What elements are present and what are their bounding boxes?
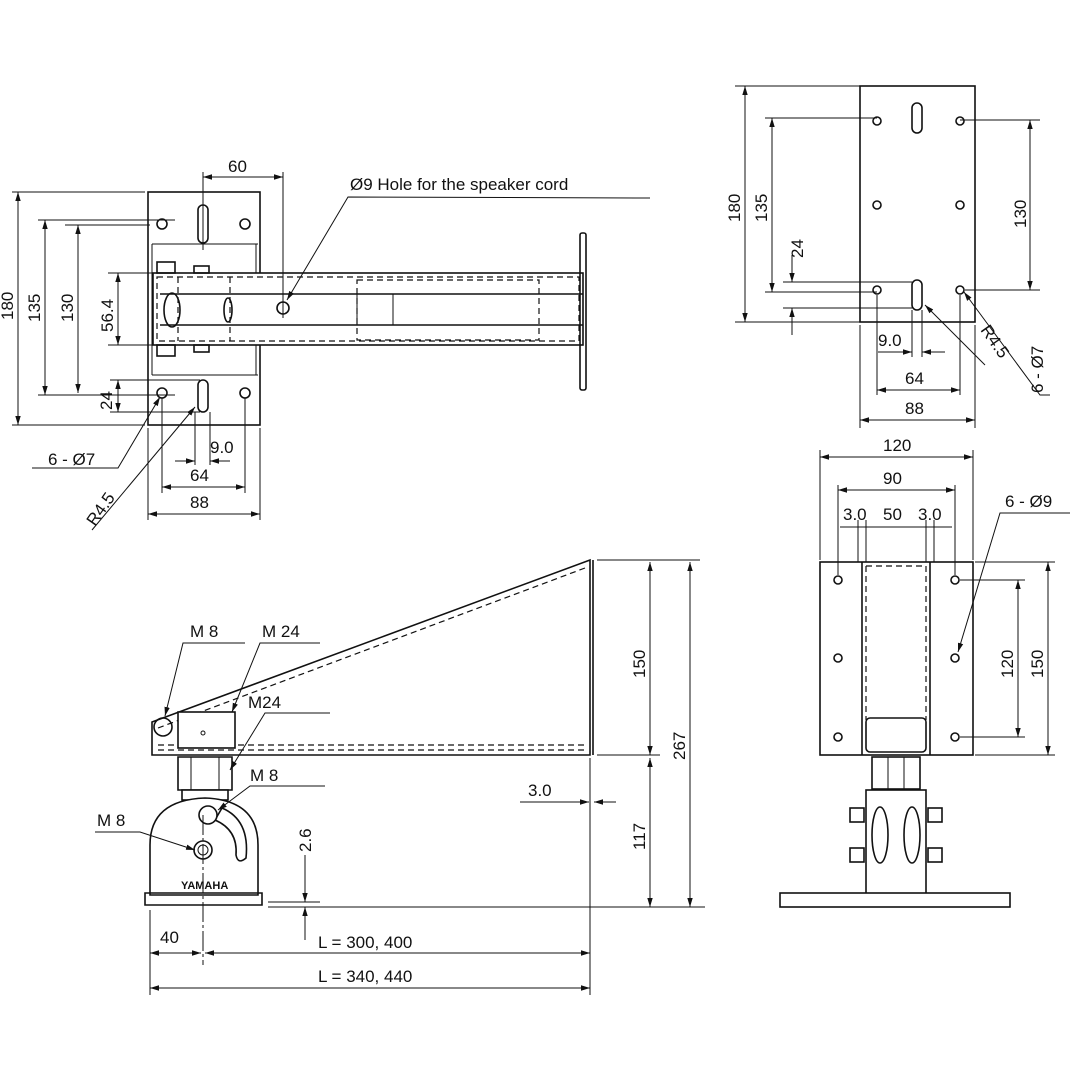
mount-hole bbox=[156, 218, 168, 230]
dim-150: 150 bbox=[630, 650, 649, 678]
lever bbox=[213, 806, 248, 862]
m8-low-label: M 8 bbox=[97, 811, 125, 830]
slot bbox=[911, 102, 923, 134]
m8-mid-label: M 8 bbox=[250, 766, 278, 785]
dim-120-top: 120 bbox=[883, 436, 911, 455]
end-view: 120 90 3.0 50 3.0 6 - Ø9 120 150 bbox=[779, 436, 1070, 908]
m8-top-label: M 8 bbox=[190, 622, 218, 641]
radius-note: R4.5 bbox=[977, 321, 1013, 361]
dim-120-side: 120 bbox=[998, 650, 1017, 678]
wall-plate bbox=[859, 85, 976, 323]
base-foot bbox=[144, 892, 263, 906]
dim-64: 64 bbox=[905, 369, 924, 388]
dim-88: 88 bbox=[190, 493, 209, 512]
dim-3-0: 3.0 bbox=[528, 781, 552, 800]
slot bbox=[911, 279, 923, 311]
dim-180: 180 bbox=[0, 292, 17, 320]
slot bbox=[197, 379, 209, 413]
dim-135: 135 bbox=[25, 294, 44, 322]
dim-60: 60 bbox=[228, 157, 247, 176]
top-view: 60 Ø9 Hole for the speaker cord 180 135 … bbox=[0, 157, 651, 531]
brand-logo: YAMAHA bbox=[181, 880, 228, 892]
m24-nut-label: M24 bbox=[248, 693, 281, 712]
dim-9-0: 9.0 bbox=[210, 438, 234, 457]
dim-135: 135 bbox=[752, 194, 771, 222]
arm-body bbox=[151, 558, 591, 756]
end-flange bbox=[579, 232, 587, 391]
holes-note: 6 - Ø7 bbox=[1028, 346, 1047, 393]
cord-hole-note: Ø9 Hole for the speaker cord bbox=[350, 175, 568, 194]
dim-24: 24 bbox=[97, 391, 116, 410]
holes-note: 6 - Ø7 bbox=[48, 450, 95, 469]
dim-9-0: 9.0 bbox=[878, 331, 902, 350]
dim-150: 150 bbox=[1028, 650, 1047, 678]
dim-130: 130 bbox=[1011, 200, 1030, 228]
dim-40: 40 bbox=[160, 928, 179, 947]
mount-hole bbox=[239, 218, 251, 230]
dim-130: 130 bbox=[58, 294, 77, 322]
base-plate bbox=[779, 892, 1011, 908]
length-short: L = 300, 400 bbox=[318, 933, 412, 952]
dim-3-0-left: 3.0 bbox=[843, 505, 867, 524]
dim-117: 117 bbox=[630, 823, 649, 850]
dim-180: 180 bbox=[725, 194, 744, 222]
side-view: YAMAHA M 8 M 24 M24 M 8 M 8 2.6 3.0 150 … bbox=[95, 558, 705, 995]
radius-note: R4.5 bbox=[83, 489, 119, 529]
m24-top-label: M 24 bbox=[262, 622, 300, 641]
arm-tube bbox=[152, 272, 584, 346]
dim-64: 64 bbox=[190, 466, 209, 485]
dim-24: 24 bbox=[788, 239, 807, 258]
dim-50: 50 bbox=[883, 505, 902, 524]
dim-90: 90 bbox=[883, 469, 902, 488]
length-long: L = 340, 440 bbox=[318, 967, 412, 986]
plate-view: 180 135 24 130 9.0 64 88 R4.5 6 - Ø7 bbox=[725, 85, 1050, 428]
dim-56-4: 56.4 bbox=[98, 299, 117, 332]
dim-2-6: 2.6 bbox=[296, 828, 315, 852]
m8-bolt bbox=[153, 717, 173, 737]
holes-note: 6 - Ø9 bbox=[1005, 492, 1052, 511]
dim-88: 88 bbox=[905, 399, 924, 418]
mount-hole bbox=[239, 387, 251, 399]
mount-hole bbox=[156, 387, 168, 399]
end-plate bbox=[819, 561, 974, 756]
dim-267: 267 bbox=[670, 732, 689, 760]
dim-3-0-right: 3.0 bbox=[918, 505, 942, 524]
